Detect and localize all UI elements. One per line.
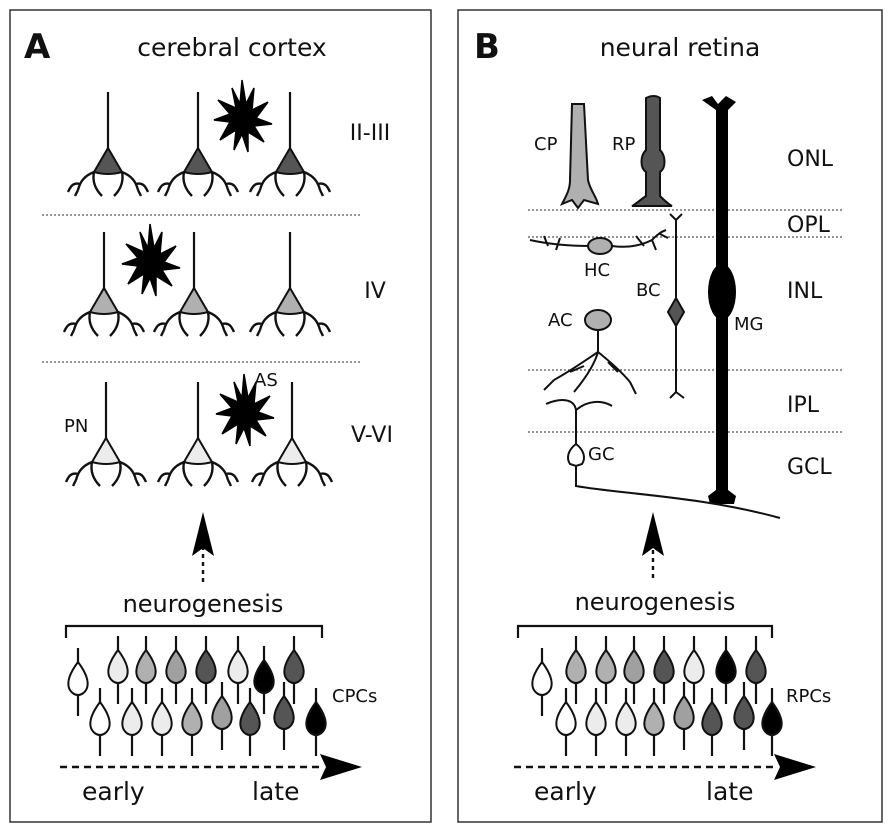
- horizontal-cell: [529, 229, 669, 255]
- gc-label: GC: [588, 444, 615, 465]
- row-layer-4: IV: [62, 223, 386, 338]
- time-arrow: [514, 754, 816, 780]
- cp-label: CP: [534, 134, 558, 155]
- cpcs-label: CPCs: [332, 686, 377, 707]
- panel-a-letter: A: [24, 27, 51, 67]
- row-layer-5-6: PN AS V-VI: [64, 370, 393, 488]
- early-label: early: [534, 777, 597, 806]
- neurogenesis-label: neurogenesis: [575, 588, 736, 616]
- hc-label: HC: [584, 260, 610, 281]
- layer-label: V-VI: [351, 423, 393, 448]
- pn-label: PN: [64, 416, 88, 437]
- late-label: late: [252, 777, 299, 806]
- early-label: early: [82, 777, 145, 806]
- panel-b-title: neural retina: [600, 33, 761, 62]
- mg-label: MG: [734, 314, 763, 335]
- layer-label: IV: [364, 279, 386, 304]
- layer-label: ONL: [787, 147, 834, 172]
- time-arrow: [60, 754, 362, 780]
- neurogenesis-arrow: [642, 512, 664, 578]
- layer-label: IPL: [787, 393, 820, 418]
- rpcs-label: RPCs: [786, 686, 831, 707]
- ac-label: AC: [548, 310, 573, 331]
- layer-label: II-III: [350, 121, 390, 146]
- layer-label: OPL: [787, 213, 831, 238]
- neurogenesis-arrow: [192, 512, 214, 582]
- rp-label: RP: [612, 134, 636, 155]
- ganglion-cell: [545, 399, 781, 519]
- panel-b-frame: [457, 9, 883, 823]
- bracket: [64, 624, 324, 638]
- panel-b-letter: B: [474, 27, 500, 67]
- panel-a-title: cerebral cortex: [137, 33, 326, 62]
- row-layer-2-3: II-III: [66, 79, 390, 198]
- cone-photoreceptor: [559, 103, 600, 210]
- panel-a: A cerebral cortex II-III IV PN AS: [9, 9, 432, 823]
- layer-label: GCL: [787, 455, 832, 480]
- bc-label: BC: [636, 280, 661, 301]
- panel-b: B neural retina ONL OPL INL IPL GCL CP R…: [457, 9, 883, 823]
- bipolar-cell: [666, 213, 686, 399]
- rod-photoreceptor: [631, 95, 673, 207]
- amacrine-cell: [543, 309, 637, 395]
- as-label: AS: [254, 370, 278, 391]
- neurogenesis-label: neurogenesis: [123, 590, 284, 618]
- late-label: late: [706, 777, 753, 806]
- bracket: [516, 624, 774, 638]
- layer-label: INL: [787, 279, 823, 304]
- muller-glia: [702, 96, 736, 504]
